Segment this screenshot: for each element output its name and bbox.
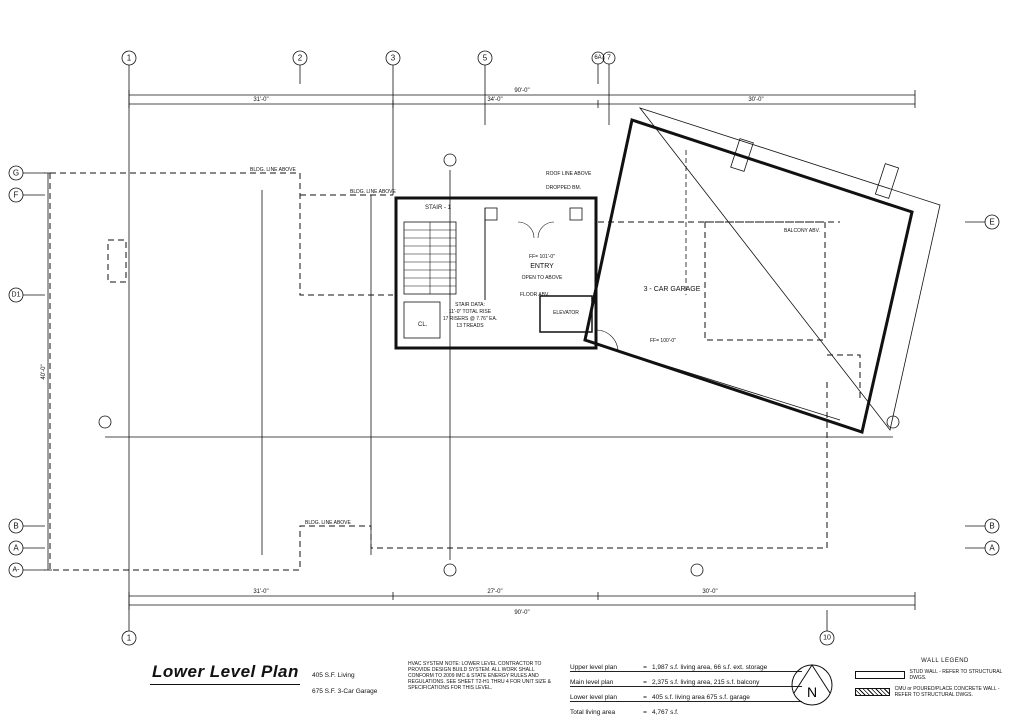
title-underline <box>150 684 300 685</box>
dim-left-overall: 40'-0" <box>41 364 47 379</box>
grid-column-markers-bottom <box>121 610 835 646</box>
dimension-lines <box>44 84 916 610</box>
dimension-labels: 90'-0" 31'-0" 34'-0" 30'-0" 31'-0" 27'-0… <box>41 88 764 616</box>
hvac-note: HVAC SYSTEM NOTE: LOWER LEVEL CONTRACTOR… <box>408 661 551 691</box>
grid-column-markers-top <box>121 50 616 84</box>
dim-top-seg: 31'-0" <box>253 97 268 103</box>
dim-top-seg: 34'-0" <box>487 97 502 103</box>
area-row-label: Lower level plan <box>570 694 617 701</box>
grid-column-labels-top: 1 2 3 5 6A 7 <box>127 54 611 63</box>
area-row-value: 4,767 s.f. <box>652 709 679 716</box>
legend-swatch-stud <box>855 671 905 679</box>
grid-row-labels-right: E B A <box>989 218 995 553</box>
dim-overall-bottom: 90'-0" <box>514 610 529 616</box>
stair-data-line: STAIR DATA: <box>455 302 485 308</box>
dim-bottom-seg: 31'-0" <box>253 589 268 595</box>
grid-row-label: A <box>989 544 995 553</box>
area-row-equals: = <box>643 709 647 716</box>
legend-swatch-concrete <box>855 688 890 696</box>
grid-row-label: B <box>13 522 18 531</box>
room-label-elevator: ELEVATOR <box>553 310 579 316</box>
room-label-entry: ENTRY <box>530 263 554 270</box>
stair-data-line: 13 TREADS <box>456 323 484 329</box>
area-row-value: 405 s.f. living area 675 s.f. garage <box>652 694 750 701</box>
grid-row-label: E <box>989 218 994 227</box>
room-label-garage: 3 - CAR GARAGE <box>644 286 701 293</box>
plan-title: Lower Level Plan <box>152 662 299 681</box>
room-label-stair: STAIR - 1 <box>425 205 452 211</box>
area-row-equals: = <box>643 679 647 686</box>
area-row-equals: = <box>643 694 647 701</box>
garage-area-label: 675 S.F. 3-Car Garage <box>312 688 378 695</box>
area-row: Lower level plan = 405 s.f. living area … <box>570 687 802 702</box>
grid-col-label: 1 <box>127 54 132 63</box>
stair-data-line: 17 RISERS @ 7.76" EA. <box>443 316 497 322</box>
area-row-label: Upper level plan <box>570 664 617 671</box>
legend-title: WALL LEGEND <box>921 658 969 664</box>
section-markers <box>98 153 900 577</box>
area-table: Upper level plan = 1,987 s.f. living are… <box>570 657 802 716</box>
grid-row-label: A- <box>13 567 21 574</box>
room-label-closet: CL. <box>418 322 428 328</box>
dim-bottom-seg: 27'-0" <box>487 589 502 595</box>
note-balcony-above: BALCONY ABV. <box>784 228 820 234</box>
area-row-label: Total living area <box>570 709 616 716</box>
grid-col-label: 1 <box>127 634 132 643</box>
building-outline-above <box>49 172 861 571</box>
grid-row-label: A <box>13 544 19 553</box>
north-arrow-icon: N <box>791 664 833 706</box>
legend-label: CMU or POURED/PLACE CONCRETE WALL - REFE… <box>894 686 1000 698</box>
grid-col-label: 3 <box>391 54 396 63</box>
grid-row-label: G <box>13 169 19 178</box>
area-row-value: 1,987 s.f. living area, 66 s.f. ext. sto… <box>652 664 768 671</box>
area-row-label: Main level plan <box>570 679 614 686</box>
grid-col-label: 7 <box>607 55 611 62</box>
grid-col-label: 6A <box>594 55 601 61</box>
area-row: Total living area = 4,767 s.f. <box>570 702 802 716</box>
garage-walls <box>583 107 941 434</box>
dim-overall-top: 90'-0" <box>514 88 529 94</box>
legend-label: STUD WALL - REFER TO STRUCTURAL DWGS. <box>909 669 1003 681</box>
area-row: Main level plan = 2,375 s.f. living area… <box>570 672 802 687</box>
dim-top-seg: 30'-0" <box>748 97 763 103</box>
note-dropped-beam: DROPPED BM. <box>546 185 581 191</box>
grid-row-markers-left <box>8 165 45 578</box>
grid-col-label: 10 <box>823 635 831 642</box>
grid-row-label: B <box>989 522 994 531</box>
grid-col-label: 5 <box>483 54 488 63</box>
area-row-equals: = <box>643 664 647 671</box>
garage-floor-level: FF= 100'-0" <box>650 338 676 344</box>
note-bldg-line-above: BLDG. LINE ABOVE <box>250 167 297 173</box>
stair-data-line: 11'-0" TOTAL RISE <box>449 309 492 315</box>
north-label: N <box>807 684 817 700</box>
grid-row-markers-right <box>965 214 1000 556</box>
grid-row-label: F <box>14 191 19 200</box>
entry-floor-level: FF= 101'-0" <box>529 254 555 260</box>
area-row-value: 2,375 s.f. living area, 215 s.f. balcony <box>652 679 760 686</box>
grid-row-labels-left: G F D1 B A A- <box>12 169 21 574</box>
grid-column-labels-bottom: 1 10 <box>127 634 831 643</box>
grid-row-label: D1 <box>12 292 21 299</box>
grid-col-label: 2 <box>298 54 303 63</box>
note-floor-above: FLOOR ABV. <box>520 292 549 298</box>
legend-row: STUD WALL - REFER TO STRUCTURAL DWGS. <box>855 669 1015 681</box>
note-bldg-line-above: BLDG. LINE ABOVE <box>305 520 352 526</box>
legend-row: CMU or POURED/PLACE CONCRETE WALL - REFE… <box>855 686 1015 698</box>
living-area-label: 405 S.F. Living <box>312 672 355 679</box>
entry-note: OPEN TO ABOVE <box>522 275 563 281</box>
area-row: Upper level plan = 1,987 s.f. living are… <box>570 657 802 672</box>
lower-level-walls <box>394 196 619 353</box>
title-block: Lower Level Plan 405 S.F. Living 675 S.F… <box>140 655 1020 725</box>
dim-bottom-seg: 30'-0" <box>702 589 717 595</box>
note-roof-line-above: ROOF LINE ABOVE <box>546 171 592 177</box>
wall-legend: WALL LEGEND STUD WALL - REFER TO STRUCTU… <box>855 658 1015 698</box>
note-bldg-line-above: BLDG. LINE ABOVE <box>350 189 397 195</box>
room-labels: ENTRY OPEN TO ABOVE FF= 101'-0" 3 - CAR … <box>250 167 820 526</box>
